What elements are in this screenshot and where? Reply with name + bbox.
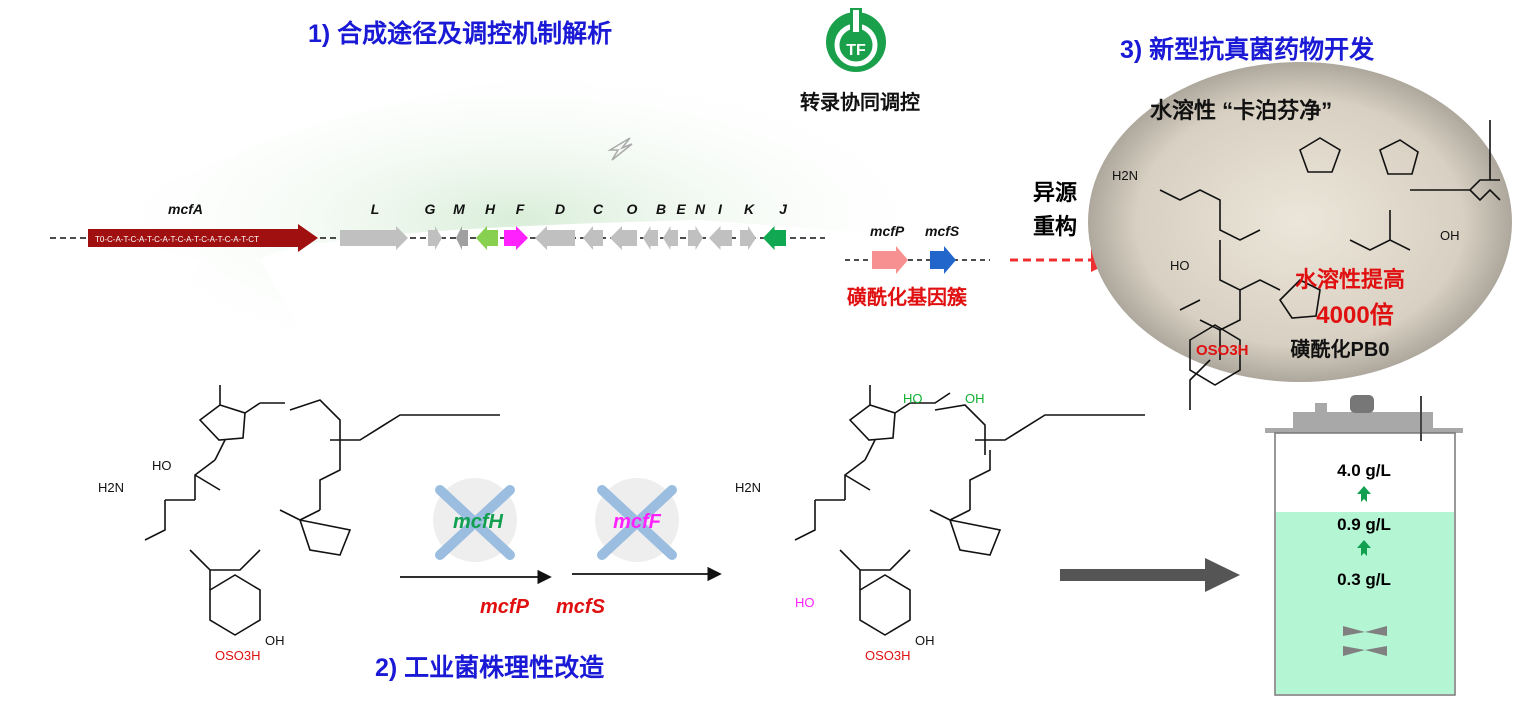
gene-label: G (425, 201, 436, 217)
engineered-atom-nh2: H2N (735, 480, 761, 495)
engineered-oso3h: OSO3H (865, 648, 911, 663)
gene-M (456, 226, 468, 250)
gene-O (610, 226, 637, 250)
gene-label: M (453, 201, 465, 217)
up-arrow-icon (1357, 540, 1371, 556)
gene-J (763, 226, 786, 250)
mcfA-gene (88, 224, 318, 252)
product-ellipse (1088, 62, 1512, 382)
gene-F (504, 226, 528, 250)
mcfP-label: mcfP (870, 223, 905, 239)
gene-label: E (676, 201, 686, 217)
gene-label: K (744, 201, 755, 217)
gene-I (709, 226, 732, 250)
knockout-wrench-icon-1 (433, 478, 517, 562)
titer-mid: 0.9 g/L (1337, 515, 1391, 534)
gene-D (535, 226, 575, 250)
titer-low: 0.3 g/L (1337, 570, 1391, 589)
gene-B (643, 226, 658, 250)
gene-label: J (779, 201, 788, 217)
engineered-structure (794, 385, 1145, 636)
engineered-oh-green: OH (965, 391, 985, 406)
gene-label: O (627, 201, 638, 217)
scaleup-arrow (1060, 558, 1240, 592)
lightning-icon (607, 137, 633, 161)
mcfS-label: mcfS (925, 223, 960, 239)
section1-title: 1) 合成途径及调控机制解析 (308, 19, 612, 48)
mcfS-gene (930, 246, 956, 274)
product-name: 磺酰化PB0 (1291, 337, 1390, 361)
substrate-structure (144, 385, 500, 636)
section3-title: 3) 新型抗真菌药物开发 (1120, 35, 1374, 64)
gene-N (688, 226, 703, 250)
product-atom-ho: HO (1170, 258, 1190, 273)
gene-label: C (593, 201, 604, 217)
up-arrow-icon (1357, 486, 1371, 502)
gene-H (476, 226, 498, 250)
gene-label: N (695, 201, 706, 217)
sulfonation-cluster-label: 磺酰化基因簇 (847, 285, 968, 309)
product-atom-nh2: H2N (1112, 168, 1138, 183)
gene-C (583, 226, 603, 250)
gene-label: D (555, 201, 565, 217)
engineered-ho-green: HO (903, 391, 923, 406)
fermenter (1265, 395, 1463, 696)
mcfA-domains: T0-C-A-T-C-A-T-C-A-T-C-A-T-C-A-T-C-A-T-C… (95, 235, 259, 244)
engineered-atom-oh: OH (915, 633, 935, 648)
mcfA-label: mcfA (168, 201, 203, 217)
gene-E (663, 226, 678, 250)
overexpress-mcfS: mcfS (556, 596, 606, 618)
engineered-ho-magenta: HO (795, 595, 815, 610)
titer-high: 4.0 g/L (1337, 461, 1391, 480)
overexpress-mcfP: mcfP (480, 596, 530, 618)
gene-label: F (516, 201, 525, 217)
heterologous-label-1: 异源 (1033, 180, 1077, 205)
gene-label: L (371, 201, 380, 217)
product-oso3h: OSO3H (1196, 342, 1249, 359)
product-title: 水溶性 “卡泊芬净” (1150, 98, 1332, 123)
substrate-atom-oh: OH (265, 633, 285, 648)
substrate-atom-nh2: H2N (98, 480, 124, 495)
product-structure (1159, 120, 1501, 410)
gene-label: H (485, 201, 496, 217)
gene-label: B (656, 201, 666, 217)
section2-title: 2) 工业菌株理性改造 (375, 653, 604, 682)
mcfP-gene (872, 246, 908, 274)
substrate-atom-ho: HO (152, 458, 172, 473)
regulation-label: 转录协同调控 (800, 90, 920, 114)
tf-power-icon: TF (826, 8, 886, 72)
tf-label: TF (846, 42, 866, 59)
gene-K (740, 226, 756, 250)
gene-label: I (718, 201, 723, 217)
knockout-wrench-icon-2 (595, 478, 679, 562)
knockout-mcfF: mcfF (613, 511, 662, 533)
substrate-oso3h: OSO3H (215, 648, 261, 663)
heterologous-label-2: 重构 (1033, 214, 1077, 239)
gene-L (340, 226, 408, 250)
product-atom-oh: OH (1440, 228, 1460, 243)
pathway-glow (80, 58, 960, 381)
knockout-mcfH: mcfH (453, 511, 504, 533)
solubility-fold: 4000倍 (1316, 301, 1393, 329)
gene-G (428, 226, 442, 250)
solubility-label: 水溶性提高 (1295, 267, 1405, 292)
